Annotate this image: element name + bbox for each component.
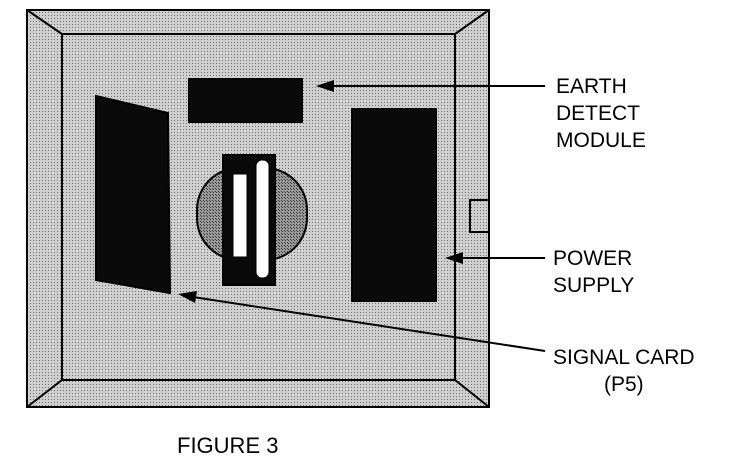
power-supply-label: POWER SUPPLY [553, 245, 634, 299]
earth-detect-module-label: EARTH DETECT MODULE [556, 73, 646, 154]
signal-label-line-2: (P5) [603, 373, 644, 396]
signal-label-line-1: SIGNAL CARD [553, 346, 695, 369]
transformer [196, 154, 308, 286]
signal-card-leader [178, 291, 546, 352]
power-label-line-2: SUPPLY [553, 274, 635, 297]
bevel-bottom-right [454, 379, 490, 408]
earth-label-line-1: EARTH [556, 75, 627, 98]
power-supply [351, 108, 437, 302]
bevel-top-left [26, 9, 63, 35]
power-label-line-1: POWER [553, 247, 633, 270]
side-latch [469, 199, 490, 233]
signal-card-p5 [95, 94, 172, 295]
earth-arrowhead-icon [316, 80, 334, 92]
power-supply-leader [445, 252, 545, 264]
bevel-top-right [454, 9, 490, 35]
earth-label-line-2: DETECT [556, 102, 640, 125]
figure-caption: FIGURE 3 [177, 433, 279, 458]
signal-card-label: SIGNAL CARD (P5) [553, 344, 695, 398]
transformer-window-right [255, 159, 270, 279]
earth-detect-module [188, 78, 303, 123]
earth-label-line-3: MODULE [556, 129, 646, 152]
earth-detect-leader [316, 80, 545, 92]
transformer-window-left [232, 173, 248, 258]
power-arrowhead-icon [445, 252, 463, 264]
signal-arrowhead-icon [178, 291, 197, 303]
signal-leader-line [192, 296, 546, 352]
bevel-bottom-left [26, 379, 63, 408]
